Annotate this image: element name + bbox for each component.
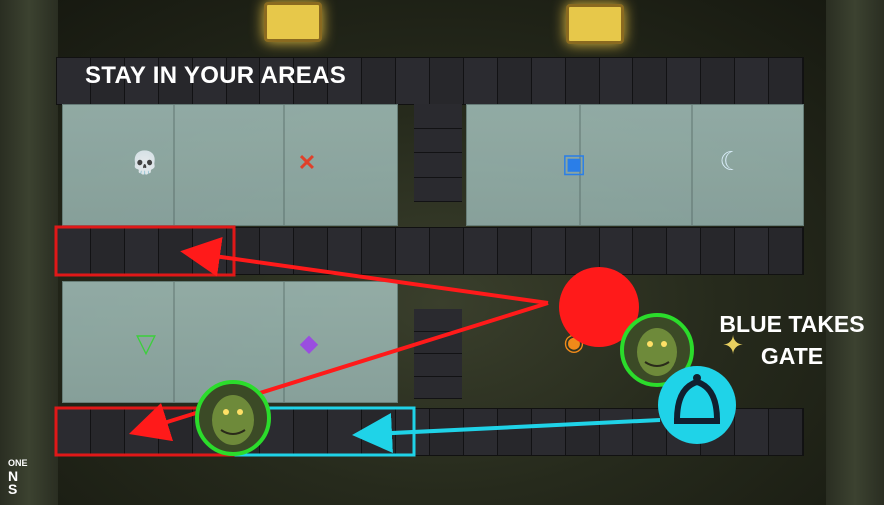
logo-line-3: S [8, 481, 18, 497]
red-arrow-to-top [180, 236, 549, 305]
room-top-left [62, 104, 398, 226]
platform-row-1 [56, 57, 804, 105]
gate-icon [658, 366, 736, 444]
logo-line-1: ONE [8, 458, 28, 468]
center-strip-bottom [414, 309, 462, 399]
logo-line-2: N [8, 468, 19, 484]
skull-icon: 💀 [131, 150, 159, 175]
left-pillar [0, 0, 58, 505]
blue-square-icon: ▣ [561, 147, 587, 178]
red-marker-circle [559, 267, 639, 347]
one-nsi-logo: ONE N S [8, 457, 58, 497]
red-cross-icon: ✕ [297, 150, 317, 175]
blue-arrow [352, 413, 661, 454]
moon-icon: ☾ [719, 145, 743, 176]
goblin-avatar-right [620, 313, 694, 387]
callout-line-1: BLUE TAKES [719, 311, 865, 337]
goblin-avatar-bottom [195, 380, 271, 456]
center-strip-top [414, 104, 462, 202]
yellow-star-icon: ✦ [722, 329, 744, 360]
purple-diamond-icon: ◆ [299, 329, 319, 357]
page-title: STAY IN YOUR AREAS [85, 62, 347, 89]
ceiling-lamp-left [264, 2, 322, 42]
room-top-right [466, 104, 804, 226]
ceiling-lamp-right [566, 4, 624, 44]
right-pillar [826, 0, 884, 505]
callout-text: BLUE TAKES GATE [702, 308, 882, 372]
red-zone-box-top [54, 225, 236, 277]
green-triangle-icon: ▽ [136, 327, 156, 358]
callout-line-2: GATE [760, 343, 824, 369]
